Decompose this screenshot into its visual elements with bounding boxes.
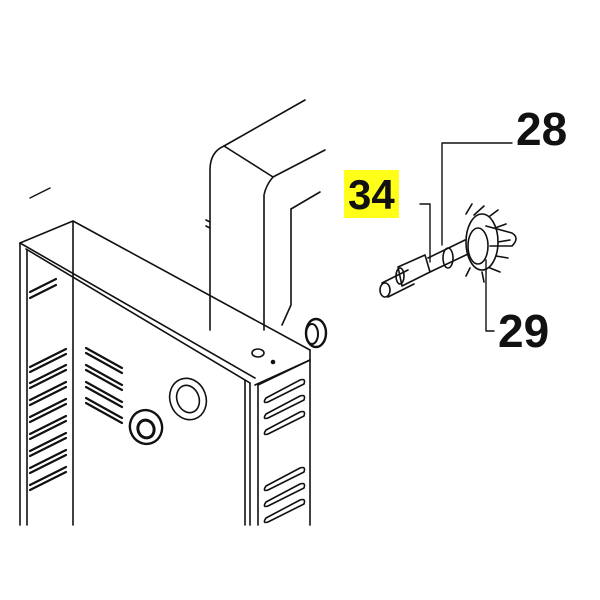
leader-lines	[419, 142, 513, 332]
shaft-assembly	[379, 203, 517, 298]
callout-28: 28	[516, 103, 568, 155]
callout-29: 29	[498, 305, 550, 357]
housing	[19, 187, 328, 526]
rear-frame	[205, 99, 326, 331]
callout-34-highlighted: 34	[344, 170, 399, 218]
